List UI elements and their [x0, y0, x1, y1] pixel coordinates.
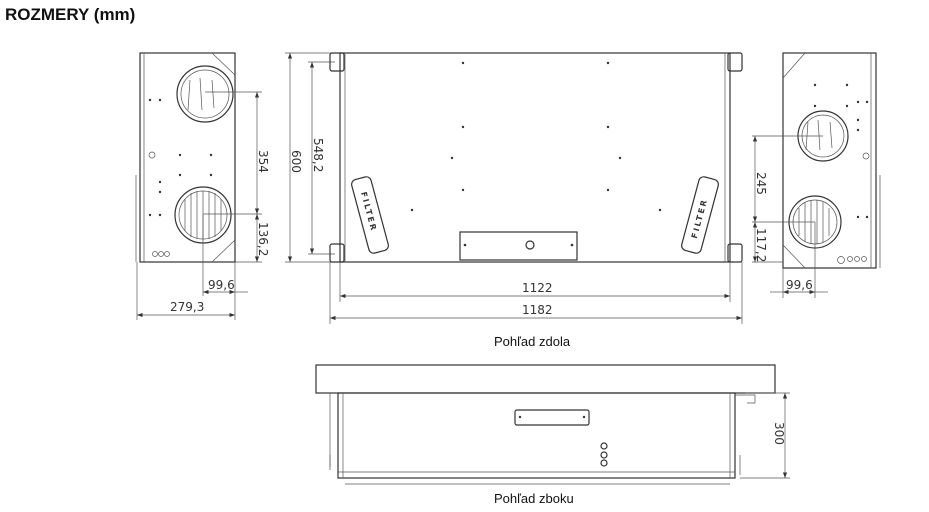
dim-245: 245: [754, 172, 768, 195]
dim-600: 600: [289, 150, 303, 173]
label-plate: [514, 409, 590, 426]
duct-outlet-top: [176, 65, 234, 123]
side-view: 300 Pohľad zboku: [315, 364, 790, 506]
caption-side-view: Pohľad zboku: [494, 491, 574, 506]
filter-right: FILTER: [681, 176, 719, 254]
dim-548-2: 548,2: [311, 138, 325, 172]
right-end-view: 245 117,2 99,6: [752, 52, 881, 298]
dim-136-2: 136,2: [256, 222, 270, 256]
bottom-view: FILTER FILTER 1122 1182 Pohľad zdola: [329, 52, 743, 349]
dim-300: 300: [772, 422, 786, 445]
dim-99-6-left: 99,6: [208, 278, 235, 292]
control-box: [459, 231, 578, 261]
dim-279-3: 279,3: [170, 300, 204, 314]
ceiling-plate: [315, 364, 776, 394]
filter-left: FILTER: [351, 176, 389, 254]
page-title: ROZMERY (mm): [5, 5, 136, 24]
left-end-view: 354 136,2 99,6 279,3 600 548,2: [135, 52, 340, 320]
dim-1122: 1122: [522, 281, 553, 295]
caption-bottom-view: Pohľad zdola: [494, 334, 571, 349]
dim-117-2: 117,2: [754, 228, 768, 262]
dim-99-6-right: 99,6: [786, 278, 813, 292]
unit-body: [337, 392, 736, 479]
dim-354: 354: [256, 150, 270, 173]
dim-1182: 1182: [522, 303, 553, 317]
